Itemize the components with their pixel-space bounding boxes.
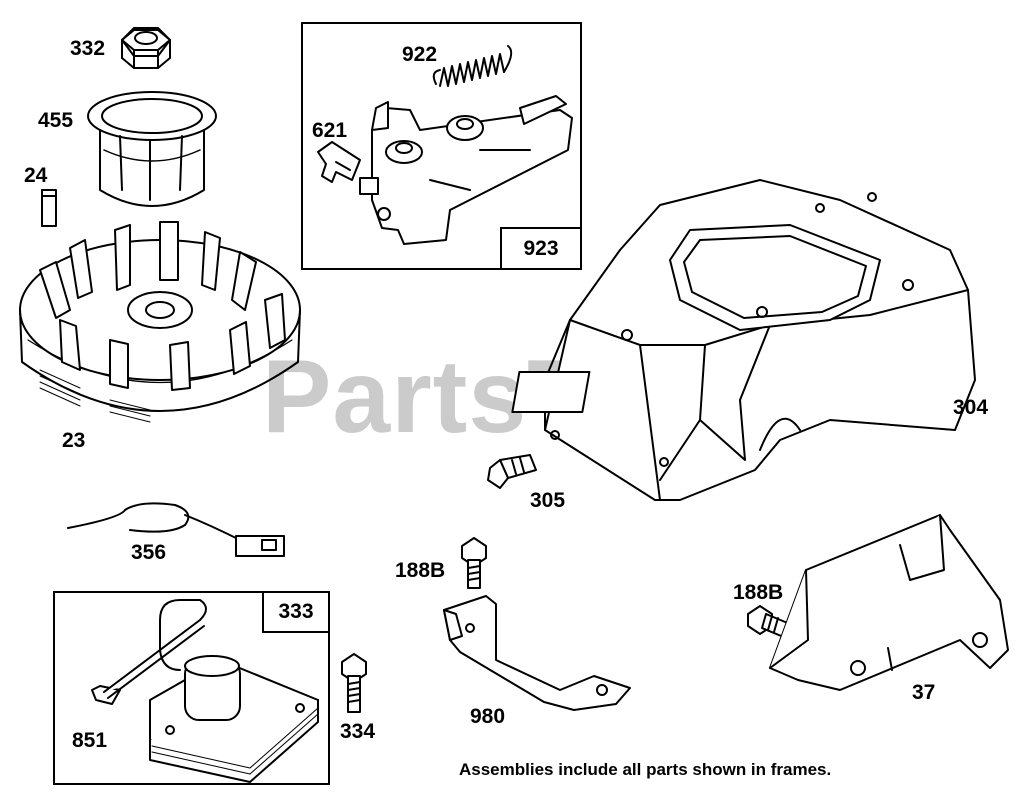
label-356[interactable]: 356 (131, 541, 167, 564)
label-24[interactable]: 24 (24, 164, 48, 187)
label-334[interactable]: 334 (340, 720, 376, 743)
hex-nut-drawing[interactable] (121, 27, 171, 69)
label-304[interactable]: 304 (953, 396, 989, 419)
armature-drawing[interactable] (91, 599, 319, 783)
label-37[interactable]: 37 (912, 681, 936, 704)
label-23[interactable]: 23 (62, 429, 86, 452)
screw-334-drawing[interactable] (341, 653, 367, 713)
label-621[interactable]: 621 (312, 119, 348, 142)
label-188b-left[interactable]: 188B (395, 559, 446, 582)
label-188b-right[interactable]: 188B (733, 581, 784, 604)
governor-assembly-tag[interactable]: 923 (500, 227, 582, 270)
label-332[interactable]: 332 (70, 37, 106, 60)
ground-wire-drawing[interactable] (67, 502, 285, 557)
governor-control-drawing[interactable] (359, 95, 573, 245)
starter-cup-drawing[interactable] (87, 91, 217, 207)
label-305[interactable]: 305 (530, 489, 566, 512)
armature-assembly-tag[interactable]: 333 (262, 591, 330, 633)
flywheel-drawing[interactable] (19, 221, 301, 423)
flywheel-key-drawing[interactable] (41, 189, 57, 227)
bracket-980-drawing[interactable] (443, 595, 631, 711)
armature-assembly-frame (53, 591, 330, 785)
label-455[interactable]: 455 (38, 109, 74, 132)
assemblies-footnote: Assemblies include all parts shown in fr… (459, 760, 832, 779)
blower-housing-drawing[interactable] (511, 179, 976, 501)
governor-link-drawing[interactable] (317, 141, 361, 183)
screw-188b-left-drawing[interactable] (461, 537, 487, 589)
governor-spring-drawing[interactable] (432, 45, 513, 87)
screw-305-drawing[interactable] (487, 454, 537, 489)
air-guide-drawing[interactable] (769, 514, 1009, 691)
governor-assembly-frame (301, 22, 582, 270)
label-980[interactable]: 980 (470, 705, 506, 728)
label-851[interactable]: 851 (72, 729, 108, 752)
label-922[interactable]: 922 (402, 43, 438, 66)
